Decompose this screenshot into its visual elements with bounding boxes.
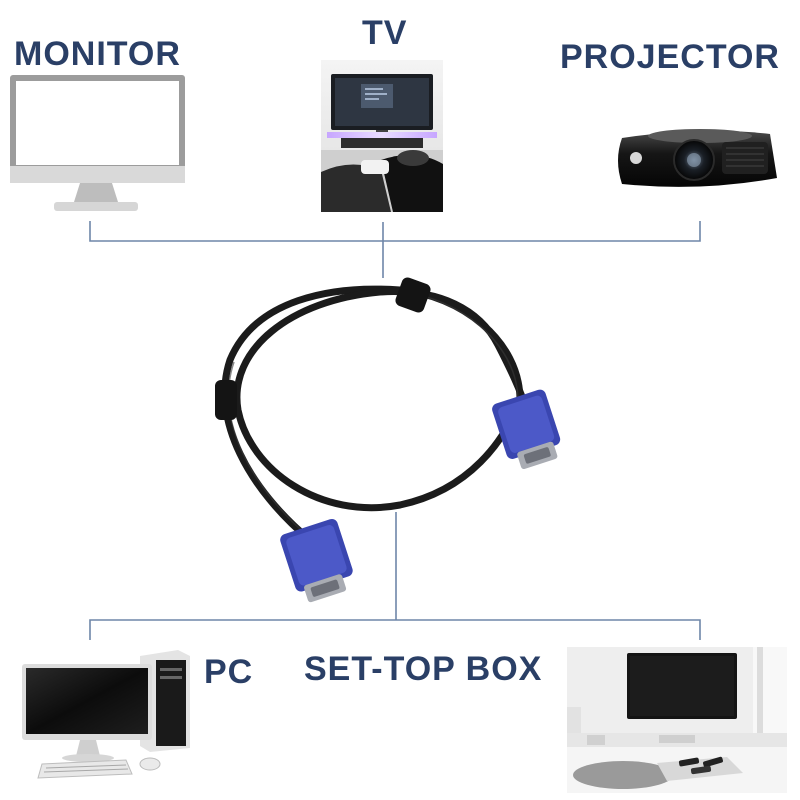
- tv-label: TV: [362, 14, 408, 52]
- bottom-connector-line: [89, 619, 701, 640]
- top-connector-line: [89, 221, 701, 242]
- projector-label: PROJECTOR: [560, 38, 780, 76]
- set-top-box-label: SET-TOP BOX: [304, 650, 543, 688]
- tv-photo: [321, 60, 443, 212]
- pc-label: PC: [204, 653, 254, 691]
- set-top-box-photo: [567, 647, 787, 793]
- monitor-label: MONITOR: [14, 35, 181, 73]
